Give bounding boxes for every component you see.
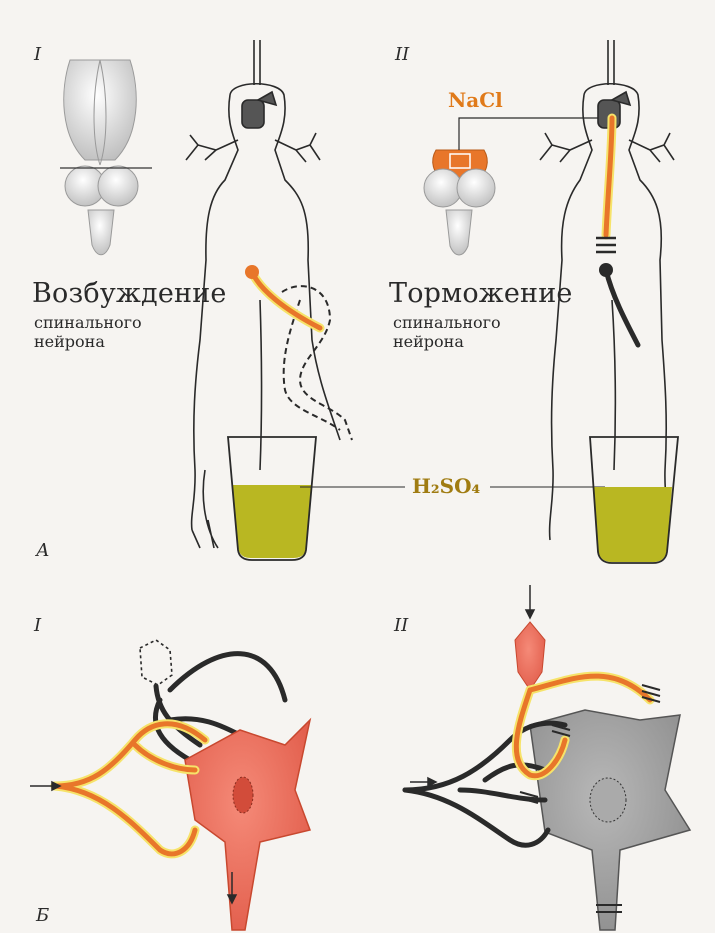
inhibition-sub1: спинального (393, 313, 501, 332)
inactive-interneuron (140, 640, 172, 685)
excited-motor-neuron (185, 720, 310, 930)
panel-letter-a: А (36, 540, 50, 561)
input-arrow-left (30, 782, 60, 790)
brain-diagram-left (60, 60, 152, 255)
panel-letter-b: Б (36, 905, 49, 926)
brain-diagram-right (424, 150, 495, 255)
beaker-right (590, 437, 678, 563)
nucleus-right (590, 778, 626, 822)
label-roman-a-left: I (34, 44, 41, 65)
label-roman-b-left: I (34, 615, 41, 636)
inhibitory-interneuron (515, 622, 545, 690)
label-roman-a-right: II (395, 44, 409, 65)
inhibition-sub2: нейрона (393, 332, 464, 351)
label-roman-b-right: II (394, 615, 408, 636)
nacl-label: NaCl (448, 88, 503, 112)
neuron-dot-left (245, 265, 259, 279)
input-arrow-top (526, 585, 534, 618)
excitation-sub2: нейрона (34, 332, 105, 351)
excitation-sub1: спинального (34, 313, 142, 332)
inhibition-title: Торможение (389, 278, 573, 309)
beaker-left (228, 437, 316, 560)
motor-nerve-right (606, 270, 638, 345)
inhibitory-synapse-right (596, 238, 616, 252)
acid-label: H₂SO₄ (412, 474, 480, 498)
excitation-title: Возбуждение (32, 278, 227, 309)
nucleus-left (233, 777, 253, 813)
